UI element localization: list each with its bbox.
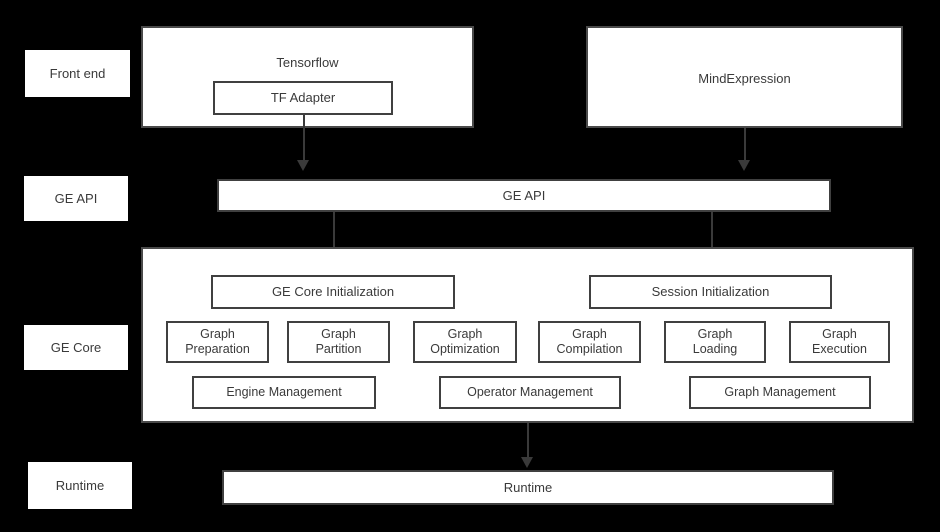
layer-label-front-end: Front end <box>25 50 130 97</box>
manager-operator-management[interactable]: Operator Management <box>439 376 621 409</box>
stage-graph-partition[interactable]: Graph Partition <box>287 321 390 363</box>
tf-adapter-box[interactable]: TF Adapter <box>213 81 393 115</box>
mindexpression-panel[interactable] <box>586 26 903 128</box>
arrowhead-mindexpression-to-geapi <box>738 160 750 171</box>
connector-mindexpression-to-geapi <box>744 128 746 164</box>
layer-label-ge-api: GE API <box>24 176 128 221</box>
ge-core-initialization-box[interactable]: GE Core Initialization <box>211 275 455 309</box>
stage-graph-loading[interactable]: Graph Loading <box>664 321 766 363</box>
connector-gecore-to-runtime <box>527 423 529 461</box>
tensorflow-label: Tensorflow <box>276 55 339 70</box>
stage-graph-preparation[interactable]: Graph Preparation <box>166 321 269 363</box>
session-initialization-box[interactable]: Session Initialization <box>589 275 832 309</box>
manager-graph-management[interactable]: Graph Management <box>689 376 871 409</box>
connector-geapi-to-session-init <box>711 212 713 262</box>
arrowhead-tfadapter-to-geapi <box>297 160 309 171</box>
arrowhead-gecore-to-runtime <box>521 457 533 468</box>
mindexpression-label: MindExpression <box>698 71 791 86</box>
connector-geapi-to-gecore-init <box>333 212 335 262</box>
ge-api-bar[interactable]: GE API <box>217 179 831 212</box>
manager-engine-management[interactable]: Engine Management <box>192 376 376 409</box>
stage-graph-compilation[interactable]: Graph Compilation <box>538 321 641 363</box>
runtime-bar[interactable]: Runtime <box>222 470 834 505</box>
stage-graph-optimization[interactable]: Graph Optimization <box>413 321 517 363</box>
layer-label-ge-core: GE Core <box>24 325 128 370</box>
stage-graph-execution[interactable]: Graph Execution <box>789 321 890 363</box>
connector-tfadapter-to-geapi <box>303 115 305 164</box>
layer-label-runtime: Runtime <box>28 462 132 509</box>
